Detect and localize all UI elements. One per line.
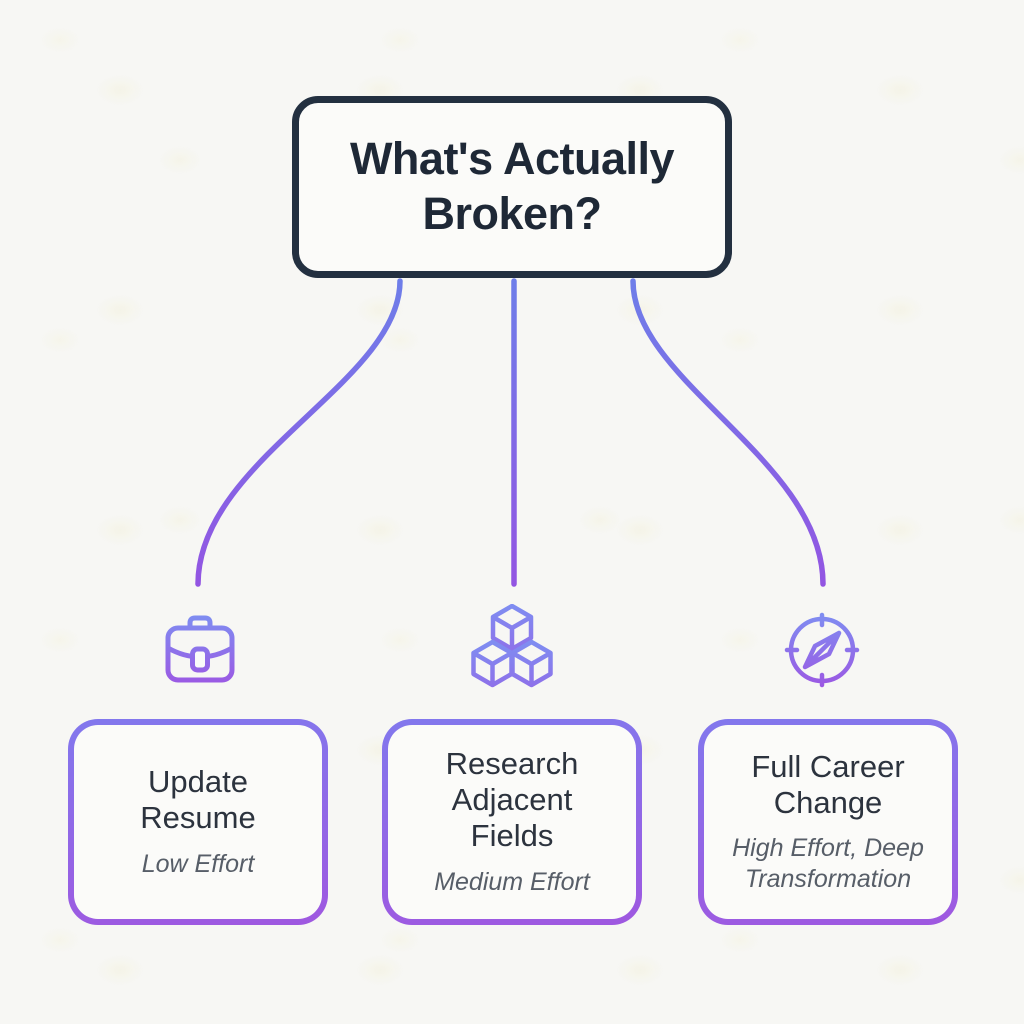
- root-question-box: What's Actually Broken?: [292, 96, 732, 278]
- root-question-title: What's Actually Broken?: [349, 133, 675, 239]
- option-effort-label: Low Effort: [141, 849, 255, 878]
- briefcase-icon: [165, 615, 235, 683]
- option-card-inner: Full Career Change High Effort, Deep Tra…: [704, 725, 952, 919]
- connector-left: [195, 278, 403, 587]
- option-title: Update Resume: [140, 764, 256, 835]
- option-card-full-career-change: Full Career Change High Effort, Deep Tra…: [698, 719, 958, 925]
- option-title: Full Career Change: [751, 748, 905, 820]
- option-title: Research Adjacent Fields: [445, 746, 579, 853]
- option-effort-label: Medium Effort: [434, 867, 590, 896]
- cubes-icon: [471, 604, 553, 688]
- option-card-update-resume: Update Resume Low Effort: [68, 719, 328, 925]
- connector-right: [630, 278, 826, 587]
- option-card-research-adjacent-fields: Research Adjacent Fields Medium Effort: [382, 719, 642, 925]
- option-effort-label: High Effort, Deep Transformation: [732, 834, 924, 894]
- option-card-inner: Research Adjacent Fields Medium Effort: [388, 725, 636, 919]
- option-card-inner: Update Resume Low Effort: [74, 725, 322, 919]
- compass-icon: [784, 612, 860, 688]
